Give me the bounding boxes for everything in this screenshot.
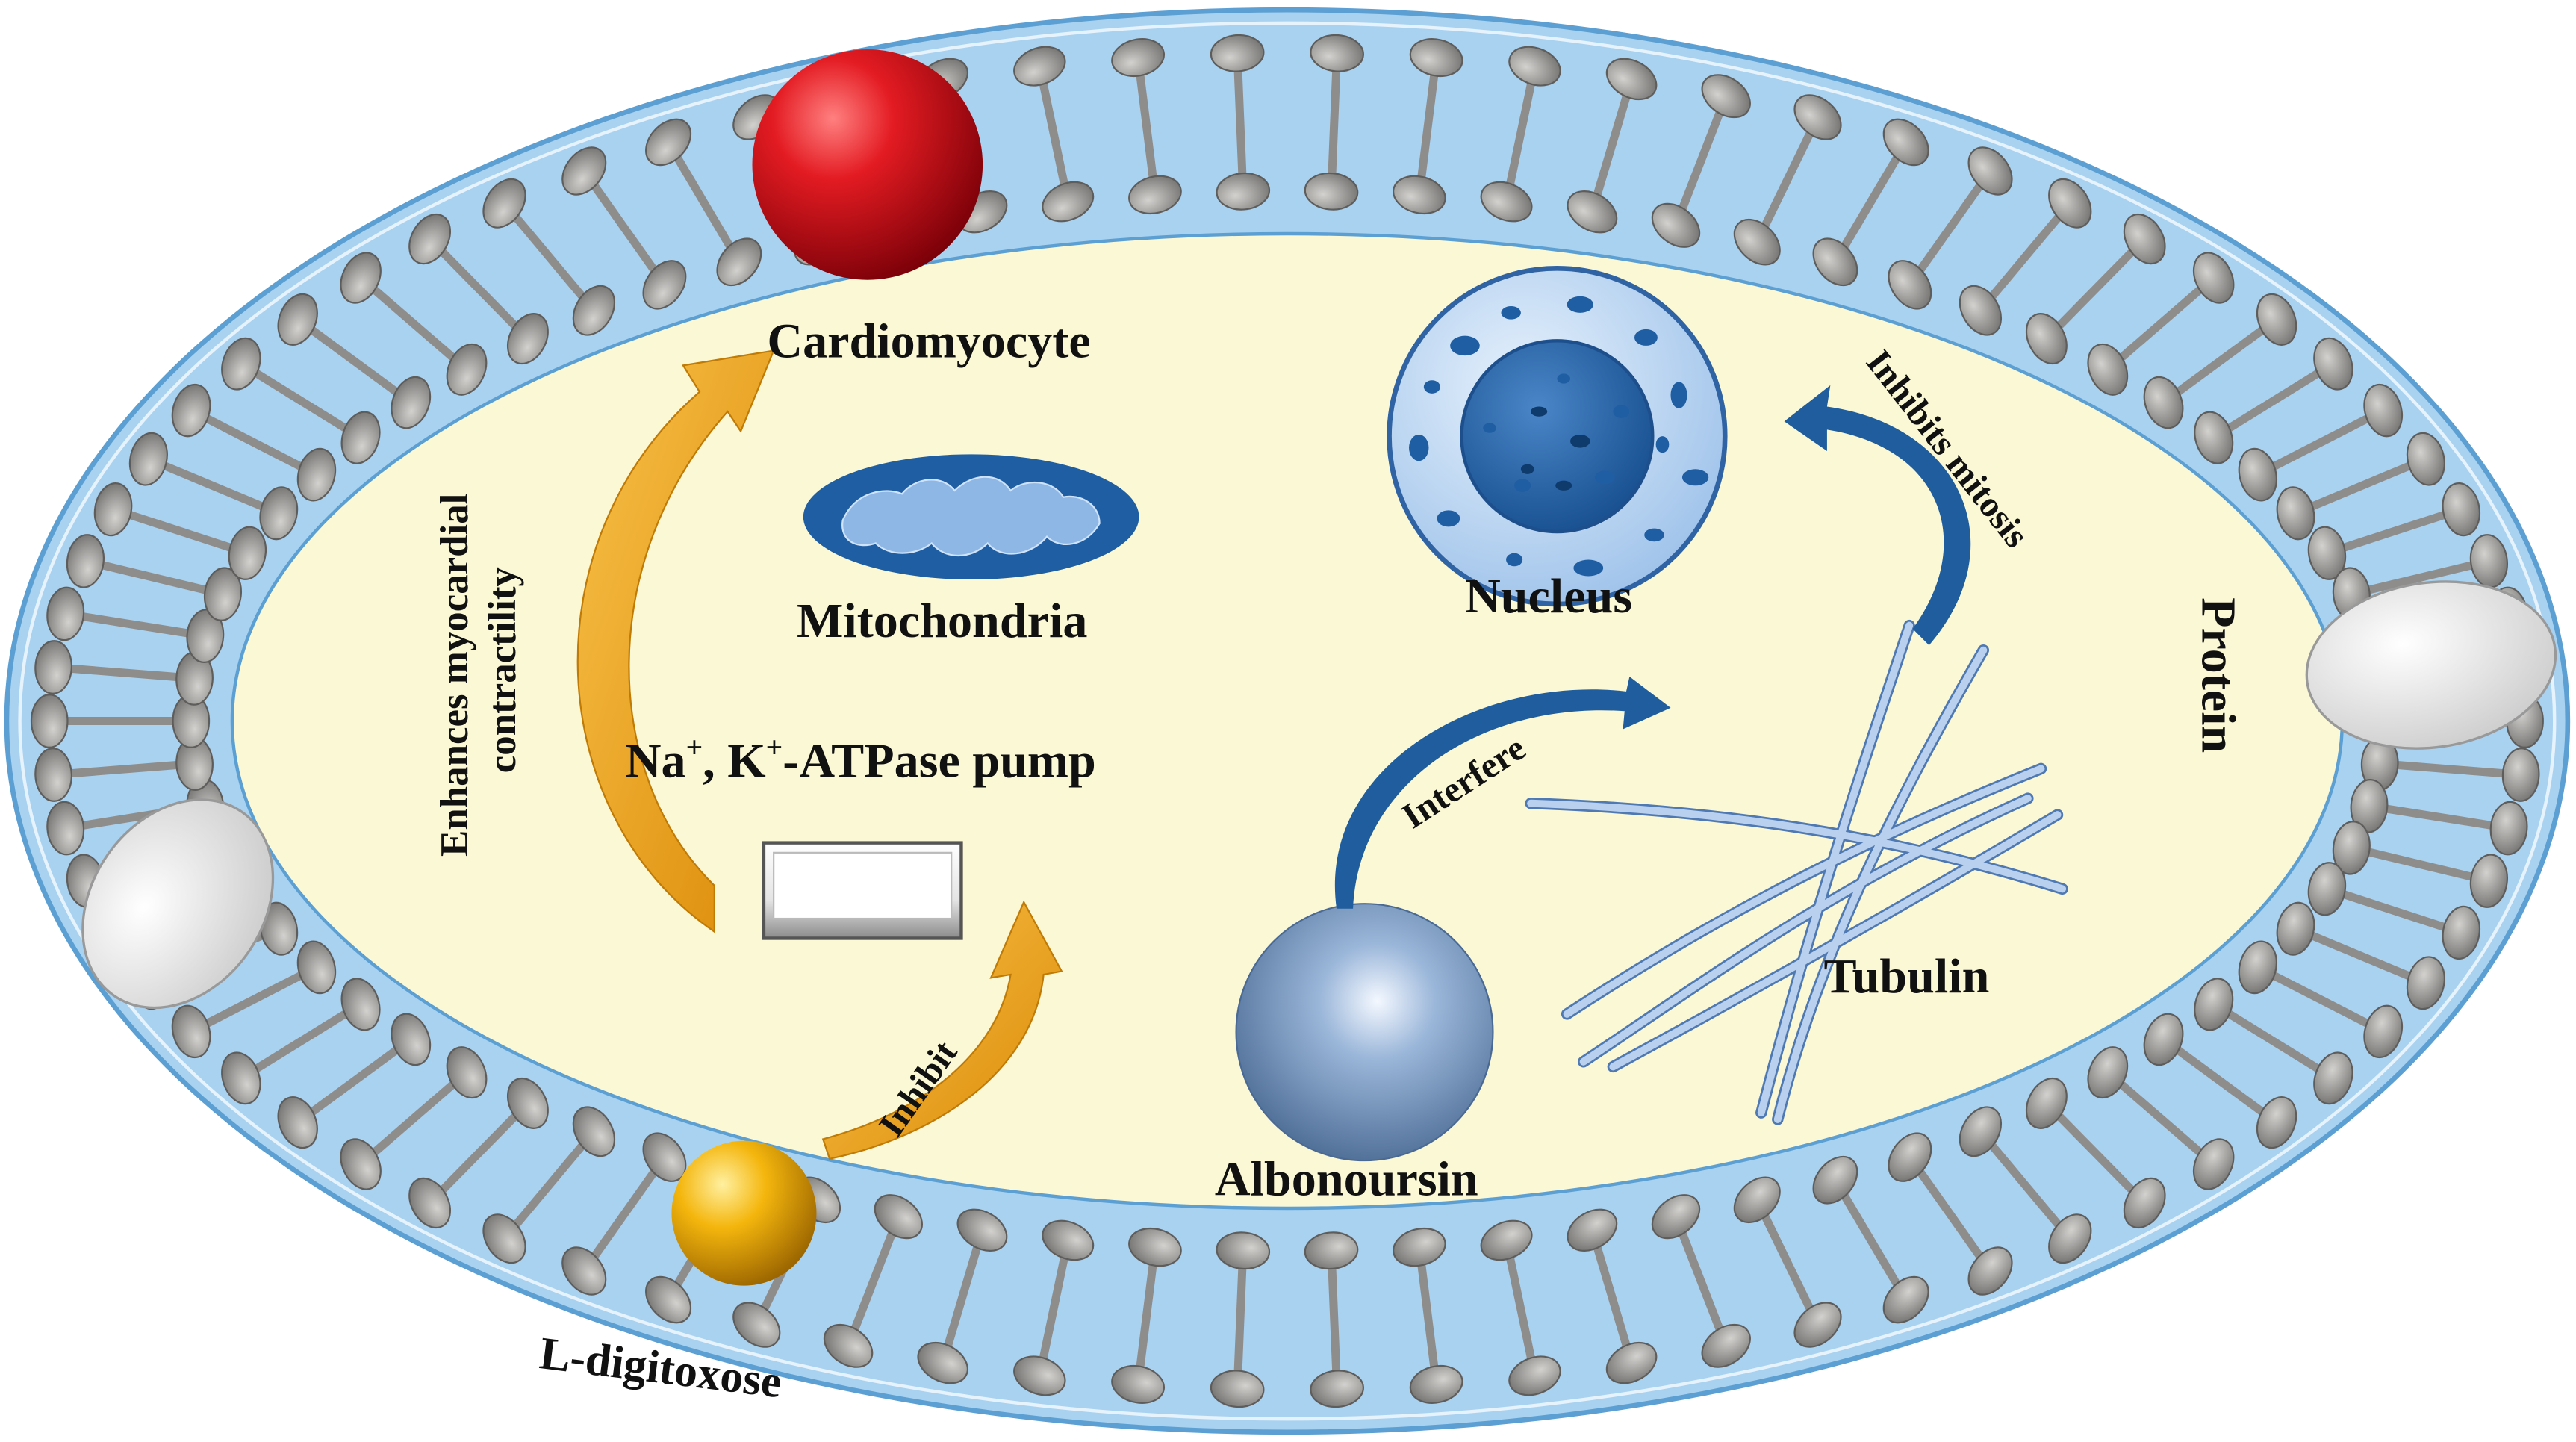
- lipid-bilayer: [30, 34, 2544, 1408]
- nucleus-label: Nucleus: [1465, 569, 1632, 624]
- tubulin-filaments-icon: [1525, 619, 2068, 1125]
- mitochondria-label: Mitochondria: [797, 594, 1087, 648]
- enhances-arrow: [576, 349, 775, 933]
- membrane-protein-icon: [2305, 580, 2557, 750]
- mitochondria-icon: [803, 454, 1139, 579]
- nucleus-icon: [1387, 266, 1728, 607]
- gold-sphere-icon: [671, 1140, 817, 1286]
- albonoursin-label: Albonoursin: [1215, 1152, 1478, 1206]
- interfere-arrow: [1334, 676, 1671, 909]
- tubulin-label: Tubulin: [1824, 949, 1990, 1004]
- atpase-pump-label: Na+, K+-ATPase pump: [626, 731, 1096, 788]
- protein-label: Protein: [2191, 597, 2246, 753]
- albonoursin-sphere-icon: [1235, 903, 1494, 1162]
- membrane-protein-icon: [81, 798, 275, 1010]
- cardiomyocyte-label: Cardiomyocyte: [767, 314, 1090, 368]
- enhances-contractility-label: Enhances myocardial contractility: [433, 483, 524, 857]
- atpase-pump-icon: [762, 841, 963, 940]
- inhibits-mitosis-arrow: [1784, 385, 1971, 646]
- inhibit-arrow: [821, 900, 1063, 1160]
- red-sphere-icon: [752, 49, 983, 280]
